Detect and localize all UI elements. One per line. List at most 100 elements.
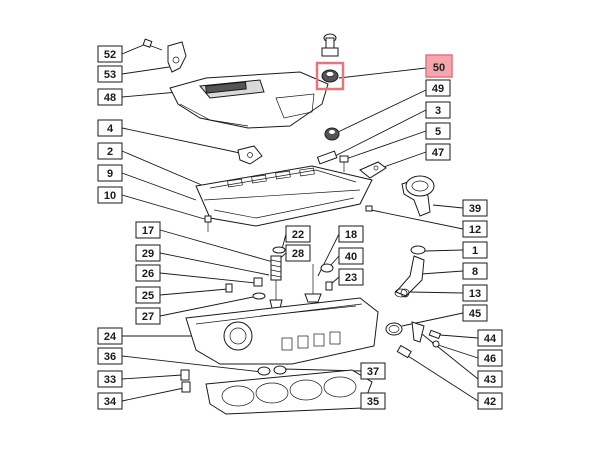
part-5-bolt: [339, 155, 349, 172]
callout-49-label: 49: [432, 83, 444, 95]
callout-25-label: 25: [142, 290, 154, 302]
part-47-bracket: [359, 161, 387, 179]
part-34-dowel: [181, 381, 191, 393]
part-8-hose: [394, 255, 425, 298]
part-43-bracket: [411, 321, 425, 343]
callout-48-label: 48: [104, 92, 116, 104]
callout-2-label: 2: [107, 146, 113, 158]
part-valve-stem: [269, 280, 283, 309]
callout-46-label: 46: [484, 353, 496, 365]
callout-13-label: 13: [469, 288, 481, 300]
callout-44-label: 44: [484, 333, 497, 345]
callout-40: 40: [338, 247, 364, 265]
callout-45-label: 45: [469, 308, 481, 320]
callout-25: 25: [135, 286, 161, 304]
part-24-cylinder-head: [185, 297, 379, 365]
callout-47-label: 47: [432, 147, 444, 159]
part-3-stud: [316, 150, 338, 165]
callout-52-label: 52: [104, 49, 116, 61]
callout-8-label: 8: [472, 266, 478, 278]
part-33-dowel: [180, 369, 190, 381]
callout-49: 49: [425, 79, 451, 97]
part-53-bracket: [167, 41, 187, 73]
callout-53: 53: [97, 65, 123, 83]
part-36-plug: [257, 366, 271, 376]
callout-3: 3: [425, 101, 451, 119]
callout-26-label: 26: [142, 268, 154, 280]
part-12-bolt: [365, 205, 373, 212]
callout-37-label: 37: [367, 366, 379, 378]
part-39-filler-pipe: [401, 175, 435, 217]
callout-17: 17: [135, 221, 161, 239]
part-10-bolt: [204, 215, 212, 232]
callout-33-label: 33: [104, 374, 116, 386]
callout-13: 13: [462, 284, 488, 302]
callout-10: 10: [97, 186, 123, 204]
callout-48: 48: [97, 88, 123, 106]
callout-17-label: 17: [142, 225, 154, 237]
callout-35-label: 35: [367, 396, 379, 408]
callout-42-label: 42: [484, 396, 496, 408]
callout-39-label: 39: [469, 203, 481, 215]
callout-36: 36: [97, 347, 123, 365]
part-22-retainer: [272, 246, 286, 254]
callout-27: 27: [135, 307, 161, 325]
part-27-seat: [252, 292, 266, 300]
callout-12-label: 12: [469, 224, 481, 236]
callout-28-label: 28: [292, 248, 304, 260]
callout-9: 9: [97, 164, 123, 182]
callout-40-label: 40: [345, 251, 357, 263]
part-25-guide: [225, 283, 233, 293]
part-46-washer: [432, 340, 440, 348]
part-4-mount: [237, 145, 263, 165]
callout-2: 2: [97, 142, 123, 160]
part-40-collet: [320, 263, 334, 273]
callout-23-label: 23: [345, 272, 357, 284]
callout-35: 35: [360, 392, 386, 410]
part-1-cap: [410, 245, 426, 255]
part-45-oring: [385, 322, 403, 336]
callout-26: 26: [135, 264, 161, 282]
part-23-bolt: [325, 281, 333, 291]
callout-29-label: 29: [142, 248, 154, 260]
callout-4-label: 4: [107, 123, 114, 135]
callout-24-label: 24: [104, 331, 117, 343]
part-26-seal: [253, 277, 263, 287]
callout-4: 4: [97, 119, 123, 137]
callout-36-label: 36: [104, 351, 116, 363]
callout-52: 52: [97, 45, 123, 63]
callout-8: 8: [462, 262, 488, 280]
part-37-plug: [273, 365, 287, 375]
callout-33: 33: [97, 370, 123, 388]
callout-9-label: 9: [107, 168, 113, 180]
callout-34-label: 34: [104, 396, 117, 408]
callout-1-label: 1: [472, 245, 478, 257]
callout-12: 12: [462, 220, 488, 238]
part-35-head-gasket: [205, 369, 373, 415]
highlight-box: [315, 61, 345, 91]
callout-45: 45: [462, 304, 488, 322]
callout-23: 23: [338, 268, 364, 286]
part-44-bolt: [428, 329, 442, 340]
callout-43-label: 43: [484, 374, 496, 386]
callout-5-label: 5: [435, 126, 441, 138]
callout-22: 22: [285, 225, 311, 243]
part-18-valve: [304, 264, 322, 303]
part-2-valve-cover: [195, 165, 373, 227]
part-28-spring: [270, 255, 282, 281]
part-48-engine-cover: [169, 71, 329, 129]
callout-22-label: 22: [292, 229, 304, 241]
callout-47: 47: [425, 143, 451, 161]
part-50-grommet: [315, 33, 345, 91]
callout-39: 39: [462, 199, 488, 217]
callout-labels: 52 53 48 4 2 9 10 17 29 26 25 27 24 36 3…: [97, 45, 503, 410]
callout-5: 5: [425, 122, 451, 140]
callout-27-label: 27: [142, 311, 154, 323]
callout-24: 24: [97, 327, 123, 345]
callout-18-label: 18: [345, 229, 357, 241]
callout-1: 1: [462, 241, 488, 259]
callout-50-label: 50: [433, 62, 445, 74]
callout-53-label: 53: [104, 69, 116, 81]
callout-18: 18: [338, 225, 364, 243]
